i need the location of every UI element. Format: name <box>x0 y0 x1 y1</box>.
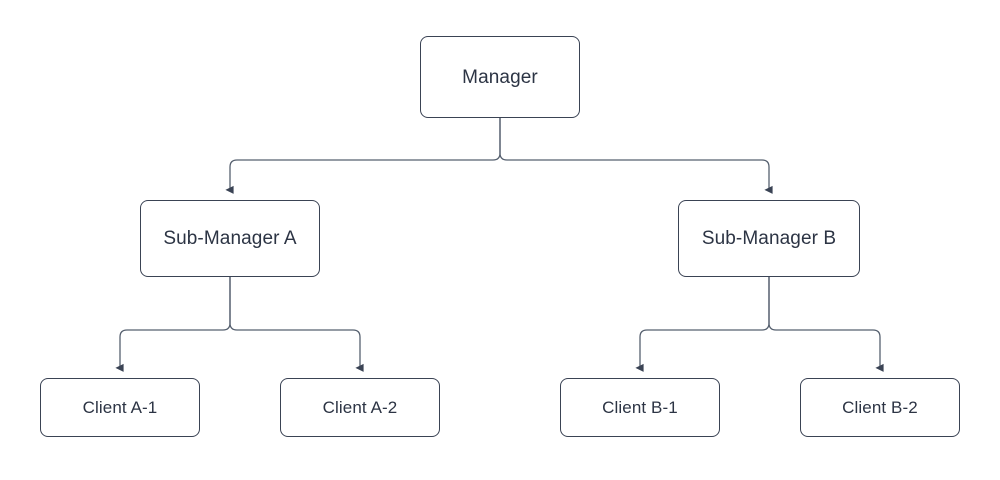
edge-sub-manager-b-to-client-b-2 <box>768 276 884 372</box>
node-client-b-1-label: Client B-1 <box>602 398 678 417</box>
node-manager[interactable]: Manager <box>420 36 580 118</box>
edge-manager-to-sub-manager-b <box>499 117 773 194</box>
node-client-b-1[interactable]: Client B-1 <box>560 378 720 437</box>
node-sub-manager-a[interactable]: Sub-Manager A <box>140 200 320 277</box>
node-client-a-2[interactable]: Client A-2 <box>280 378 440 437</box>
node-client-a-1-label: Client A-1 <box>82 398 158 417</box>
edge-manager-to-sub-manager-a <box>225 117 501 194</box>
node-sub-manager-b-label: Sub-Manager B <box>701 228 837 249</box>
node-sub-manager-b[interactable]: Sub-Manager B <box>678 200 860 277</box>
node-client-b-2[interactable]: Client B-2 <box>800 378 960 437</box>
edge-sub-manager-b-to-client-b-1 <box>635 276 770 372</box>
node-client-a-2-label: Client A-2 <box>322 398 398 417</box>
node-client-b-2-label: Client B-2 <box>842 398 918 417</box>
node-manager-label: Manager <box>462 66 538 88</box>
edge-sub-manager-a-to-client-a-2 <box>229 276 364 372</box>
node-sub-manager-a-label: Sub-Manager A <box>163 228 297 249</box>
edge-sub-manager-a-to-client-a-1 <box>115 276 231 372</box>
node-client-a-1[interactable]: Client A-1 <box>40 378 200 437</box>
